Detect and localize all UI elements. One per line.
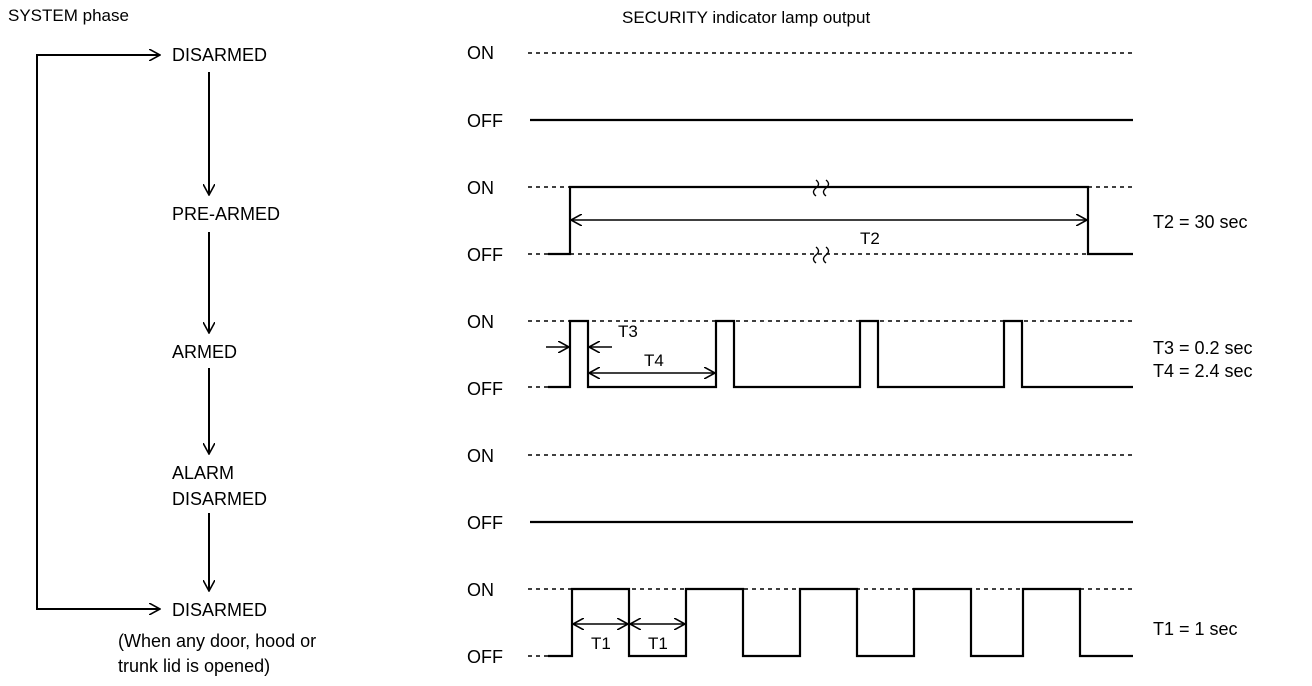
return-loop-line xyxy=(36,55,160,609)
t4-value: T4 = 2.4 sec xyxy=(1153,361,1253,381)
t4-label: T4 xyxy=(644,351,664,370)
level-off-row4: OFF xyxy=(467,513,503,533)
break-mark-bottom-b xyxy=(822,246,830,264)
level-on-row1: ON xyxy=(467,43,494,63)
level-off-row5: OFF xyxy=(467,647,503,667)
level-off-row3: OFF xyxy=(467,379,503,399)
level-off-row2: OFF xyxy=(467,245,503,265)
level-on-row3: ON xyxy=(467,312,494,332)
level-on-row4: ON xyxy=(467,446,494,466)
system-phase-header: SYSTEM phase xyxy=(8,6,129,25)
waveform-disarmed-door xyxy=(548,587,1133,658)
break-mark-bottom-a xyxy=(812,246,820,264)
level-on-row5: ON xyxy=(467,580,494,600)
break-mark-top-a xyxy=(812,179,820,197)
t1-label-first: T1 xyxy=(591,634,611,653)
disarmed-note-line2: trunk lid is opened) xyxy=(118,656,271,676)
level-on-row2: ON xyxy=(467,178,494,198)
phase-disarmed-end: DISARMED xyxy=(172,600,268,620)
phase-armed: ARMED xyxy=(172,342,238,362)
t2-label: T2 xyxy=(860,229,880,248)
phase-alarm-disarmed-line2: DISARMED xyxy=(172,489,268,509)
t1-label-second: T1 xyxy=(648,634,668,653)
phase-alarm-disarmed-line1: ALARM xyxy=(172,463,235,483)
t1-value: T1 = 1 sec xyxy=(1153,619,1238,639)
t3-label: T3 xyxy=(618,322,638,341)
t3-value: T3 = 0.2 sec xyxy=(1153,338,1253,358)
level-off-row1: OFF xyxy=(467,111,503,131)
disarmed-note-line1: (When any door, hood or xyxy=(118,631,317,651)
waveform-armed xyxy=(548,319,1133,389)
phase-pre-armed: PRE-ARMED xyxy=(172,204,281,224)
t2-value: T2 = 30 sec xyxy=(1153,212,1248,232)
break-mark-top-b xyxy=(822,179,830,197)
phase-disarmed-start: DISARMED xyxy=(172,45,268,65)
lamp-output-header: SECURITY indicator lamp output xyxy=(622,8,871,27)
waveform-prearmed xyxy=(548,185,1133,256)
